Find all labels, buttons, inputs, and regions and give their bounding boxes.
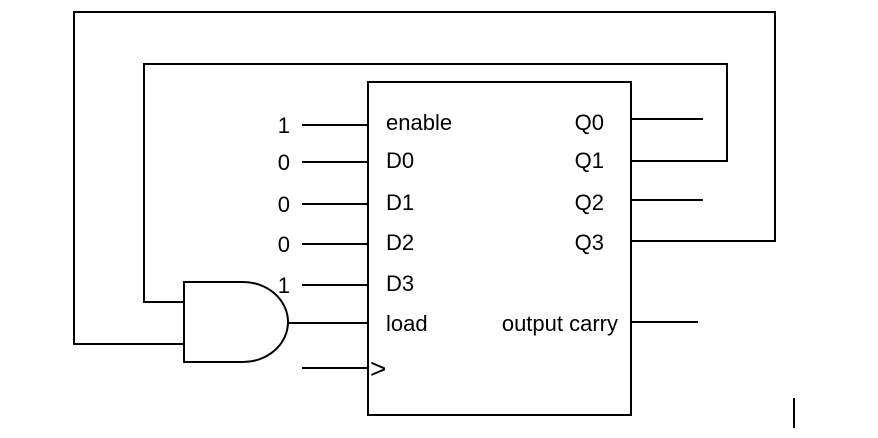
counter-chip-body bbox=[367, 81, 632, 416]
output-carry-label: output carry bbox=[502, 311, 618, 336]
d3-label: D3 bbox=[386, 271, 414, 296]
q1-feedback-wire bbox=[143, 63, 728, 303]
q3-feedback-wire bbox=[73, 11, 776, 345]
enable-label: enable bbox=[386, 110, 452, 135]
d0-input-value: 0 bbox=[278, 150, 290, 175]
d2-label: D2 bbox=[386, 230, 414, 255]
d0-label: D0 bbox=[386, 148, 414, 173]
load-label: load bbox=[386, 311, 428, 336]
q0-label: Q0 bbox=[575, 110, 604, 135]
d3-input-value: 1 bbox=[278, 273, 290, 298]
d1-input-value: 0 bbox=[278, 192, 290, 217]
q3-label: Q3 bbox=[575, 230, 604, 255]
d2-input-value: 0 bbox=[278, 232, 290, 257]
d1-label: D1 bbox=[386, 190, 414, 215]
q1-label: Q1 bbox=[575, 148, 604, 173]
q2-label: Q2 bbox=[575, 190, 604, 215]
enable-input-value: 1 bbox=[278, 113, 290, 138]
and-gate bbox=[183, 281, 289, 363]
clock-symbol: > bbox=[370, 353, 386, 384]
